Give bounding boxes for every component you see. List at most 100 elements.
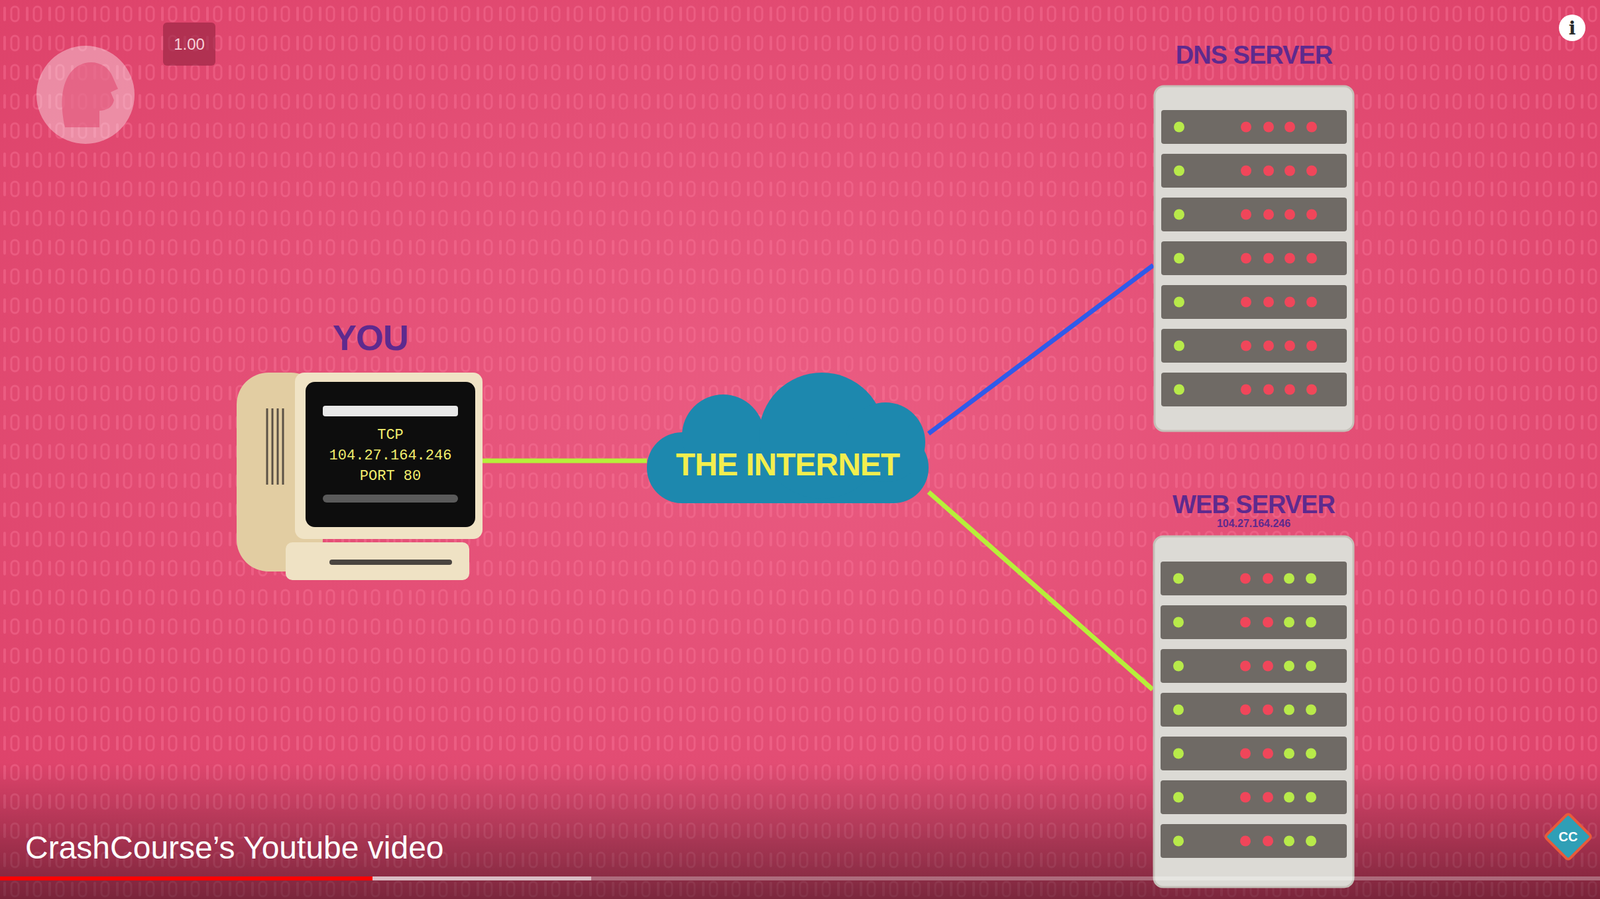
rack-body xyxy=(1154,86,1354,431)
network-link xyxy=(482,458,647,464)
status-light xyxy=(1173,660,1184,672)
status-light xyxy=(1283,792,1295,803)
status-light xyxy=(1240,340,1252,352)
status-light xyxy=(1240,660,1251,672)
status-light xyxy=(1284,165,1296,177)
status-light xyxy=(1173,296,1185,308)
status-light xyxy=(1263,340,1274,352)
status-light xyxy=(1240,121,1252,133)
status-light xyxy=(1173,384,1185,396)
node-heading: WEB SERVER xyxy=(1172,490,1335,519)
status-light xyxy=(1240,704,1251,716)
status-light xyxy=(1173,704,1184,716)
server-slot xyxy=(1160,823,1347,858)
status-light xyxy=(1240,384,1252,396)
screen-text: TCP 104.27.164.246 PORT 80 xyxy=(324,424,457,487)
player-shade xyxy=(0,762,1600,899)
video-caption: CrashCourse’s Youtube video xyxy=(25,829,445,866)
computer-base xyxy=(285,542,470,580)
status-light xyxy=(1240,209,1252,221)
server-slot xyxy=(1160,736,1347,771)
server-slot xyxy=(1160,605,1347,639)
status-light xyxy=(1263,165,1274,177)
status-light xyxy=(1305,704,1317,716)
status-light xyxy=(1306,384,1317,396)
status-light xyxy=(1263,296,1274,308)
status-light xyxy=(1263,384,1274,396)
disk-slot xyxy=(329,559,453,565)
progress-track xyxy=(0,876,1600,881)
status-light xyxy=(1173,209,1185,221)
status-light xyxy=(1283,660,1295,672)
progress-buffered xyxy=(0,876,592,881)
status-light xyxy=(1173,340,1185,352)
status-light xyxy=(1306,165,1317,177)
status-light xyxy=(1262,792,1274,803)
ip-address: 104.27.164.246 xyxy=(1216,517,1291,530)
status-light xyxy=(1263,253,1274,264)
status-light xyxy=(1240,617,1251,628)
node-heading: DNS SERVER xyxy=(1175,41,1333,70)
status-light xyxy=(1284,296,1296,308)
status-light xyxy=(1262,617,1274,628)
network-link xyxy=(928,265,1154,434)
server-node: WEB SERVER104.27.164.246 xyxy=(1152,490,1355,889)
status-light xyxy=(1305,660,1317,672)
status-light xyxy=(1240,748,1251,759)
vent-line xyxy=(277,408,280,485)
status-light xyxy=(1173,121,1185,133)
vent-line xyxy=(271,408,274,485)
status-light xyxy=(1305,792,1317,803)
server-slot xyxy=(1161,197,1347,232)
server-slot xyxy=(1161,153,1347,188)
cc-diamond xyxy=(1544,813,1593,861)
status-light xyxy=(1306,340,1317,352)
cloud-shape xyxy=(646,369,929,504)
status-light xyxy=(1173,748,1184,759)
status-light xyxy=(1306,121,1317,133)
screen-bar xyxy=(322,494,458,503)
status-light xyxy=(1240,573,1251,584)
server-rack xyxy=(1153,84,1355,433)
vent-line xyxy=(282,408,285,485)
server-slot xyxy=(1161,285,1347,319)
server-slot xyxy=(1160,648,1347,683)
server-rack xyxy=(1152,534,1355,889)
monitor-front xyxy=(294,372,483,539)
status-light xyxy=(1173,792,1184,803)
status-light xyxy=(1240,165,1252,177)
info-letter: i xyxy=(1568,17,1577,40)
status-light xyxy=(1306,253,1317,264)
status-light xyxy=(1284,209,1296,221)
server-slot xyxy=(1160,780,1347,814)
status-light xyxy=(1262,573,1274,584)
pbs-logo xyxy=(36,45,135,144)
server-slot xyxy=(1160,561,1347,596)
status-light xyxy=(1284,253,1296,264)
status-light xyxy=(1173,573,1184,584)
status-light xyxy=(1263,209,1274,221)
screen xyxy=(305,381,476,527)
status-light xyxy=(1262,660,1274,672)
status-light xyxy=(1306,296,1317,308)
status-light xyxy=(1284,384,1296,396)
status-light xyxy=(1263,121,1274,133)
progress-played xyxy=(0,876,373,881)
internet-cloud: THE INTERNET xyxy=(646,369,929,504)
info-icon xyxy=(1558,14,1586,42)
speed-badge xyxy=(163,22,216,66)
screen-bar xyxy=(322,405,458,417)
status-light xyxy=(1283,704,1295,716)
logo-disc xyxy=(36,45,135,144)
server-slot xyxy=(1160,692,1347,727)
status-light xyxy=(1305,748,1317,759)
status-light xyxy=(1262,704,1274,716)
status-light xyxy=(1262,835,1274,847)
logo-head xyxy=(62,62,118,128)
server-slot xyxy=(1161,328,1347,363)
status-light xyxy=(1240,296,1252,308)
computer-node: YOUTCP 104.27.164.246 PORT 80 xyxy=(236,316,483,582)
